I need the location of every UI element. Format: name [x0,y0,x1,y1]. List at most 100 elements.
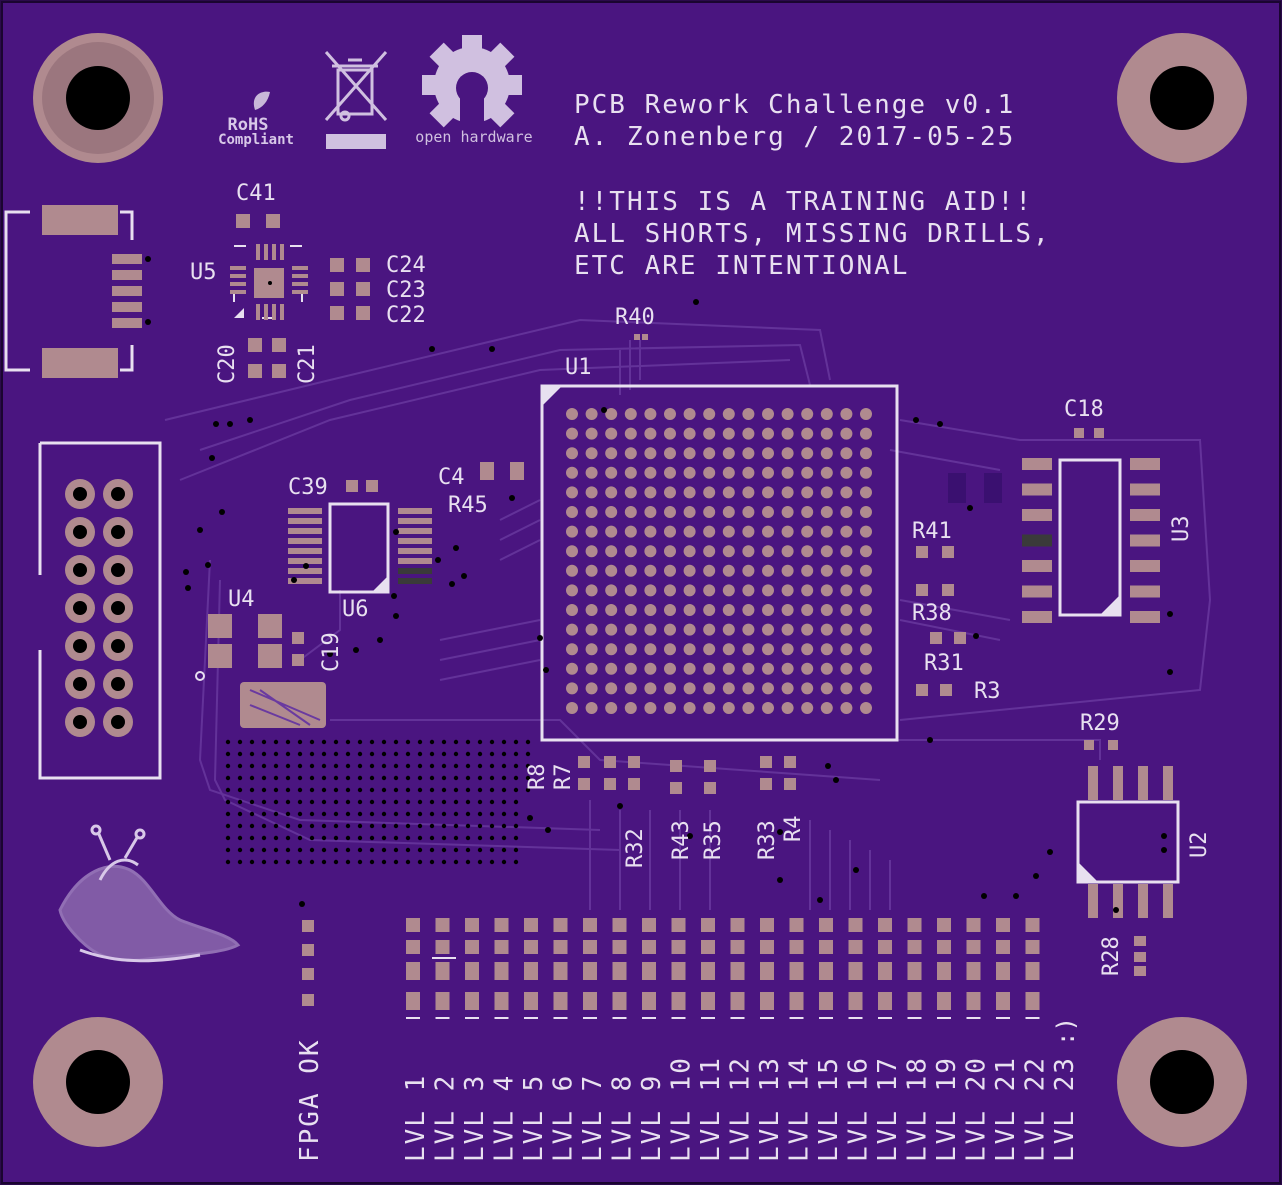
passive-pad [760,778,772,790]
passive-pad [670,760,682,772]
led-pad [494,962,509,980]
open-hardware-gear-icon: open hardware [415,35,533,146]
via [405,823,411,829]
level-label: LVL 22 [1021,1056,1051,1162]
header-pin-drill [111,525,125,539]
via [357,775,363,781]
bga-ball [566,408,578,420]
via [465,751,471,757]
via [309,859,315,865]
bga-ball [644,545,657,558]
bga-ball [762,604,774,616]
bga-ball [722,564,735,577]
bga-ball [605,545,618,558]
via [489,346,495,352]
bga-ball [840,702,853,714]
label-r35: R35 [701,820,726,860]
led-pad [612,962,627,980]
led-pad [671,940,686,954]
via [477,739,483,745]
bga-ball [644,525,657,538]
via [273,799,279,805]
via [525,763,531,769]
via [465,775,471,781]
led-pad [966,992,981,1010]
via [297,763,303,769]
warning-line-2: ALL SHORTS, MISSING DRILLS, [574,219,1051,249]
via [261,823,267,829]
header-pin-drill [73,487,87,501]
via [225,811,231,817]
bga-ball [664,427,676,440]
via [489,811,495,817]
bga-ball [860,682,872,695]
led-pad [1025,962,1040,980]
mounting-hole-bottom-right [1117,1017,1247,1147]
bga-ball [840,427,853,440]
via [197,527,203,533]
bga-ball [585,643,598,656]
u2-pad [1138,766,1148,800]
label-r29: R29 [1080,711,1120,736]
via [237,859,243,865]
bga-ball [801,682,814,695]
via [937,421,943,427]
u5-pad [230,290,246,294]
via [261,811,267,817]
bga-ball [683,702,696,714]
u5-pad [292,274,308,278]
bga-ball [585,427,598,440]
bga-ball [703,604,716,616]
via [687,833,693,839]
bga-ball [585,486,598,499]
bga-ball [762,584,774,597]
via [309,751,315,757]
via [345,763,351,769]
via [393,823,399,829]
u6-pad [398,578,432,584]
via [237,799,243,805]
via [1161,833,1167,839]
bga-ball [781,466,794,479]
via [209,455,215,461]
via [405,751,411,757]
led-indicator-array [406,918,1040,1019]
level-label: LVL 13 [755,1056,785,1162]
bga-ball [585,466,598,479]
via [601,407,607,413]
via [261,751,267,757]
u5-pad [280,304,284,320]
bga-ball [605,604,618,616]
u5-pad [230,266,246,270]
led-pad [612,992,627,1010]
bga-ball [644,564,657,577]
led-pad [848,962,863,980]
led-pad [435,918,450,932]
bga-ball [801,584,814,597]
bga-ball [820,545,833,558]
passive-pad [604,778,616,790]
via [513,823,519,829]
led-pad [907,940,922,954]
led-pad [465,962,479,980]
led-pad [907,918,922,932]
passive-pad [940,684,952,696]
u3-pad [1130,483,1160,496]
via [249,751,255,757]
bga-ball [762,662,774,675]
via [369,847,375,853]
via [477,775,483,781]
led-pad [465,918,479,932]
via [219,509,225,515]
via [225,835,231,841]
passive-pads [236,214,1146,1006]
via [381,847,387,853]
u2-pad [1088,884,1098,918]
u6-pad [288,528,322,534]
label-r28: R28 [1099,936,1124,976]
led-pad [642,940,656,954]
via [441,823,447,829]
led-pad [760,940,774,954]
u6-pad [288,578,322,584]
via [357,811,363,817]
